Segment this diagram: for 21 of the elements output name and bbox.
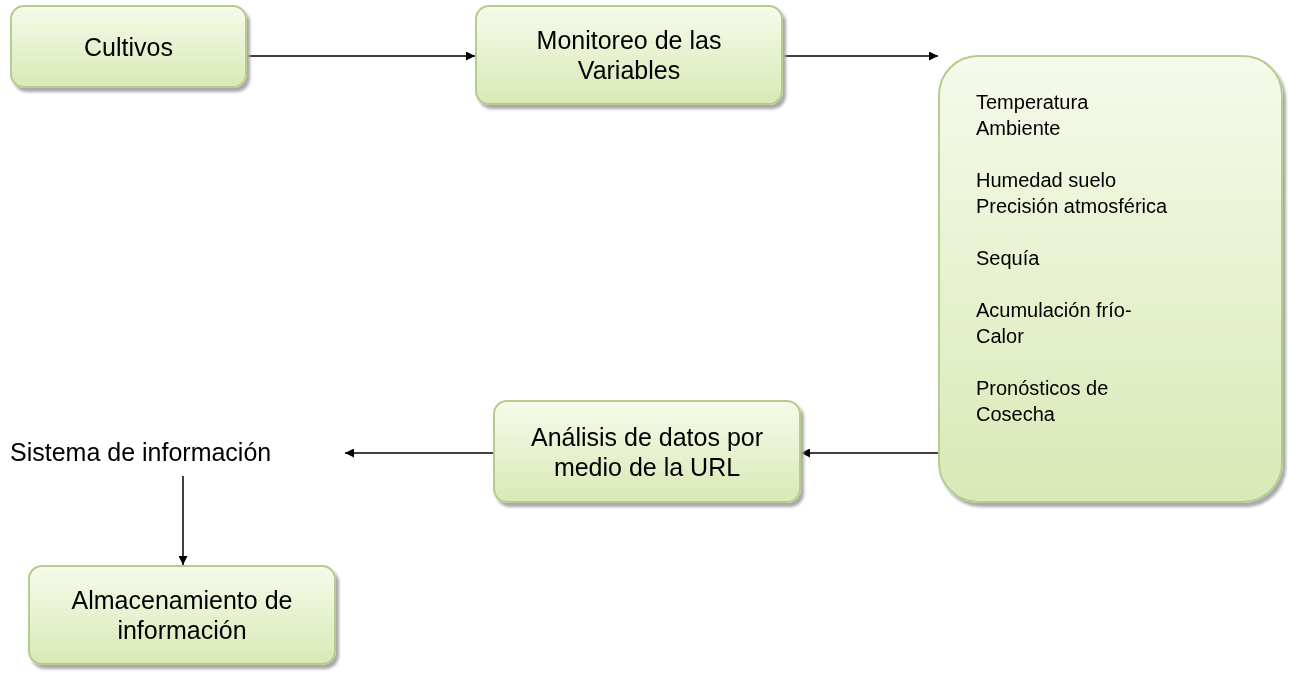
arrow (782, 51, 939, 61)
process-box (28, 565, 336, 665)
arrow (246, 51, 476, 61)
variable-item: Pronósticos de Cosecha (976, 376, 1110, 427)
process-box (493, 400, 801, 503)
node-label: Sistema de información (10, 430, 345, 476)
arrow (178, 475, 188, 566)
node-label: Cultivos (84, 31, 173, 62)
arrow (344, 448, 494, 458)
process-box (10, 5, 247, 88)
arrow (800, 448, 939, 458)
variable-item: Temperatura Ambiente (976, 90, 1090, 141)
node-label: Almacenamiento de información (70, 585, 294, 645)
process-box (475, 5, 783, 105)
variable-item: Precisión atmosférica (976, 194, 1169, 219)
node-label: Análisis de datos por medio de la URL (529, 421, 765, 482)
variable-item: Sequía (976, 246, 1041, 271)
node-label: Monitoreo de las Variables (535, 25, 723, 85)
variables-box (938, 55, 1283, 503)
variable-item: Humedad suelo (976, 168, 1118, 193)
variable-item: Acumulación frío- Calor (976, 298, 1133, 349)
